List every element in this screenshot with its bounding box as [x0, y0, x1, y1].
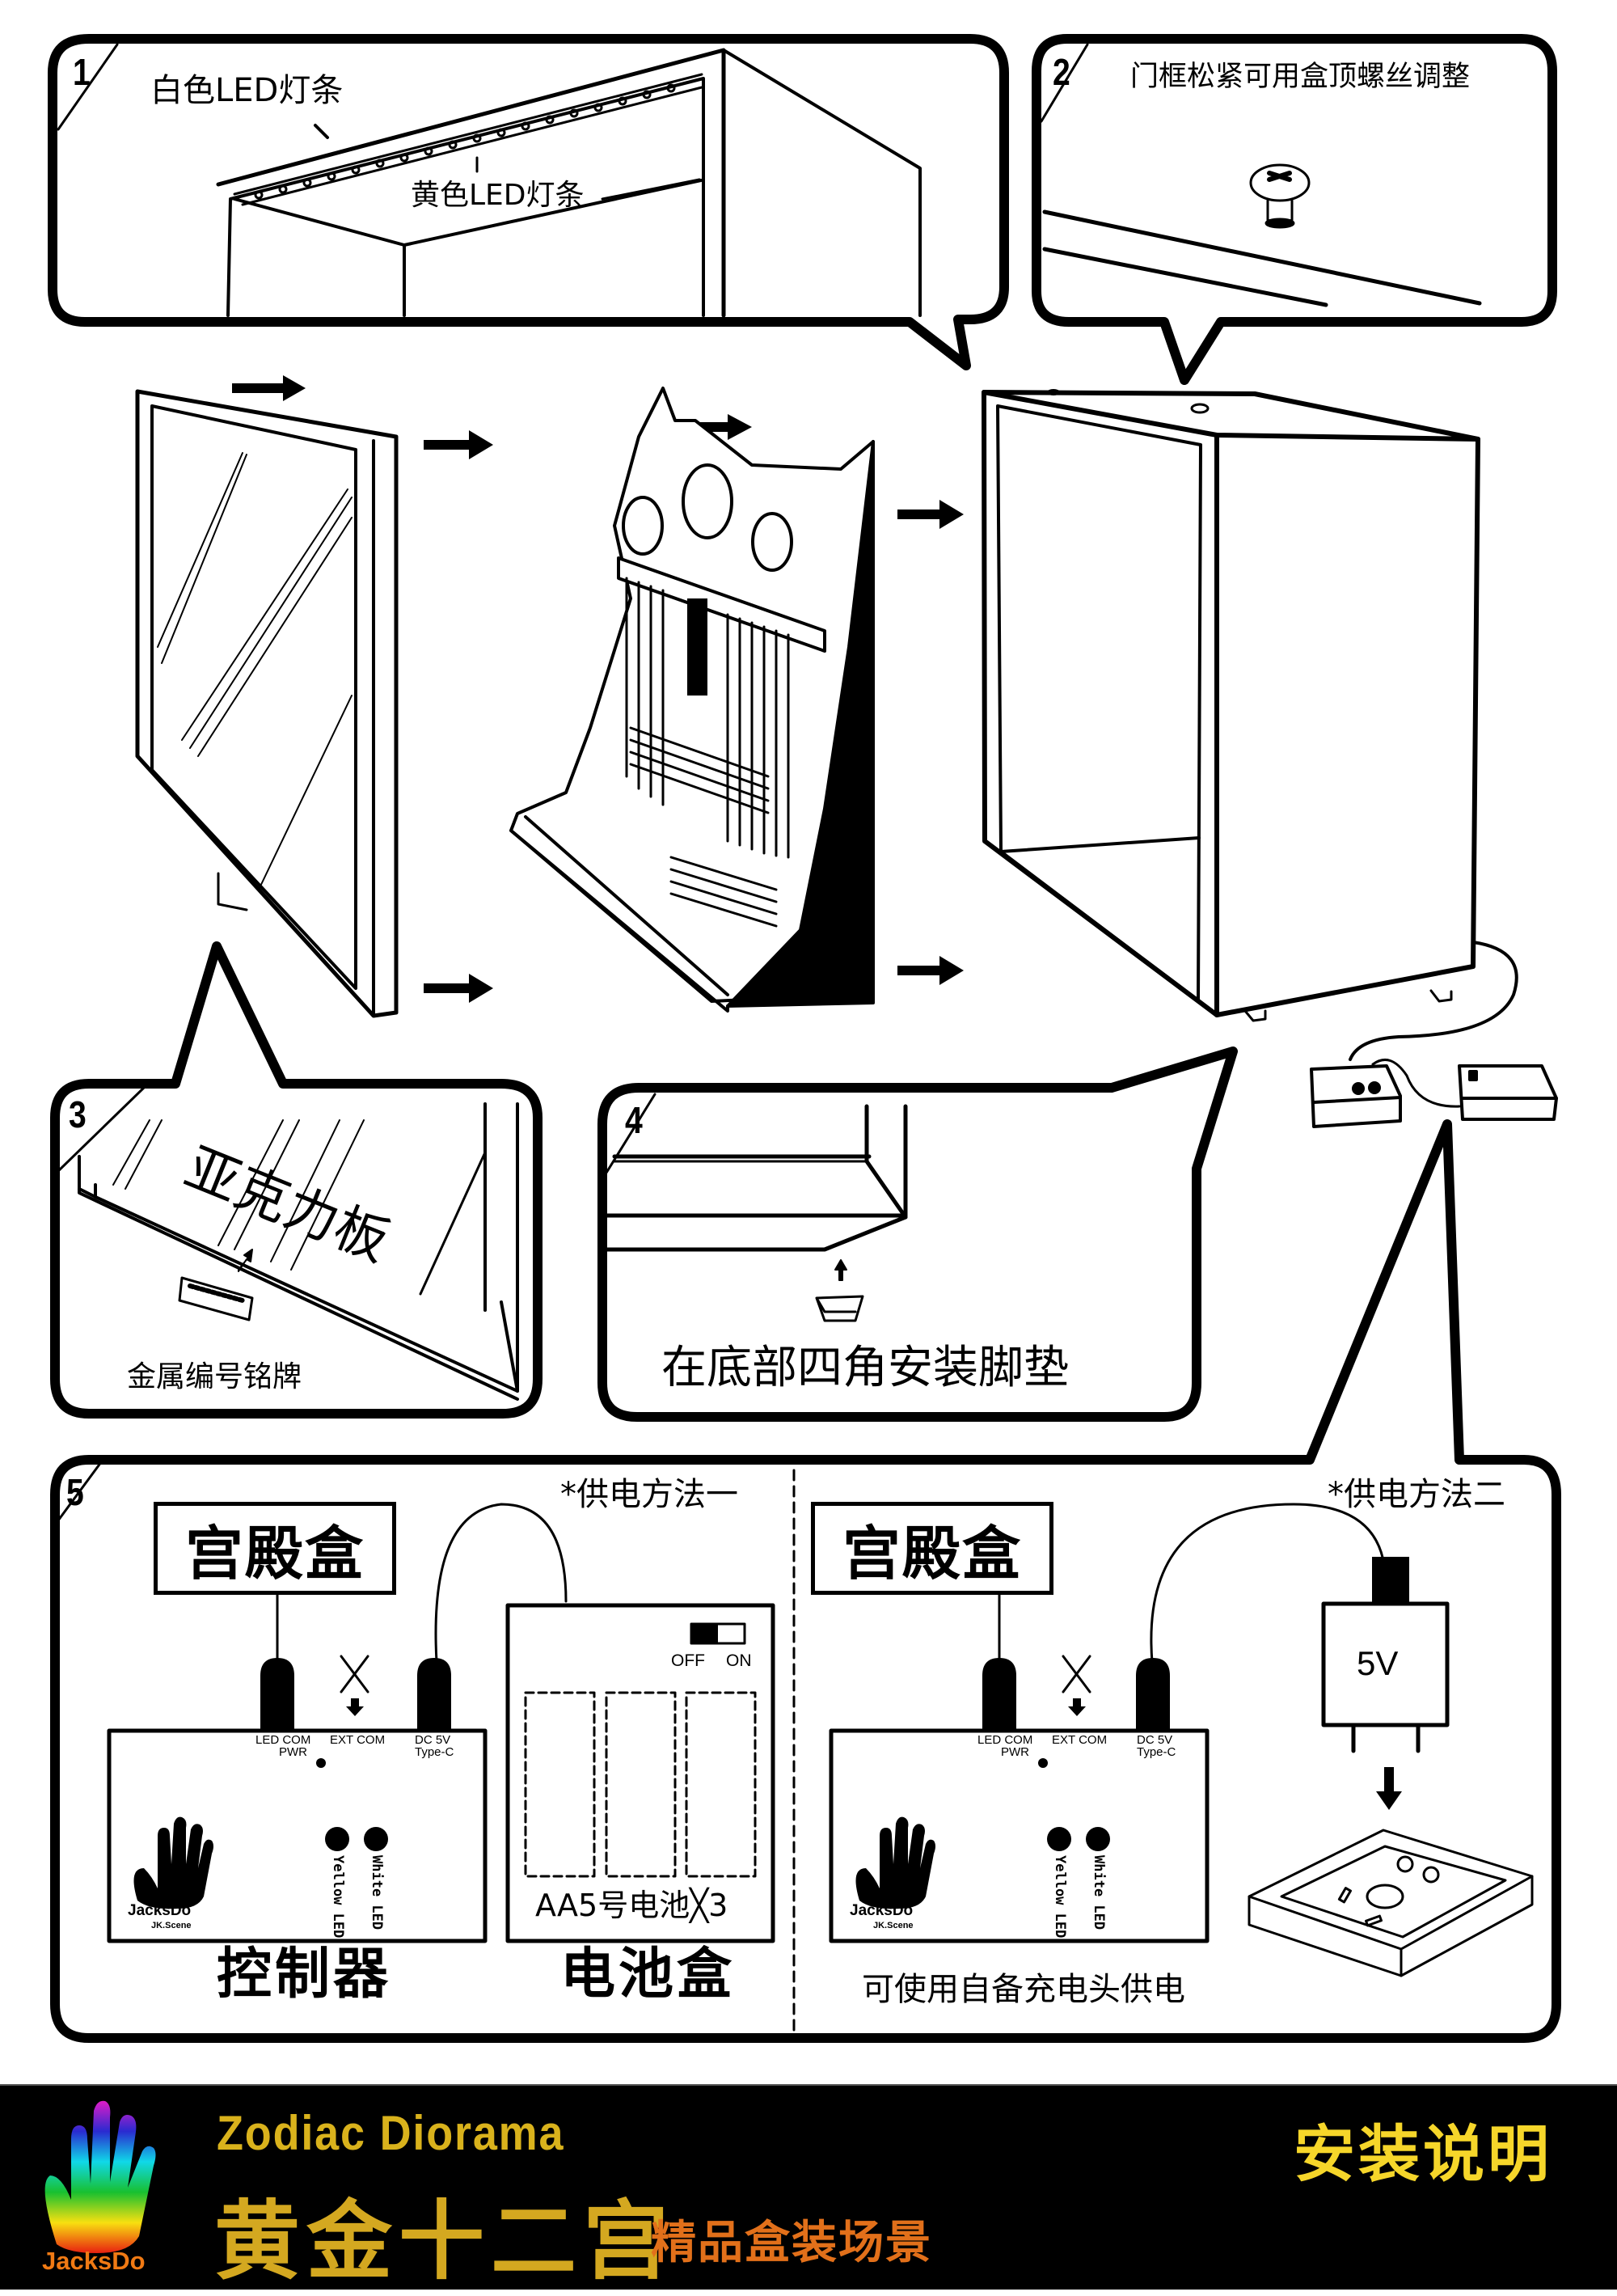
cross-icon: [1062, 1655, 1091, 1693]
battery-box-label: 电池盒: [560, 1943, 736, 2006]
metal-nameplate-label: 金属编号铭牌: [127, 1360, 302, 1393]
panel-2-bubble: [1032, 34, 1557, 385]
battery-spec-label: AA5号电池╳3: [535, 1888, 728, 1923]
footer-subtitle: 精品盒装场景: [651, 2217, 932, 2269]
footer-brand-label: JacksDo: [42, 2247, 146, 2275]
yellow-led-indicator-label: Yellow LED: [330, 1855, 346, 1939]
direction-arrows: [232, 375, 964, 1003]
panel-4-bubble: [597, 1047, 1238, 1422]
controller-brand-sub-label: JK.Scene: [151, 1921, 192, 1930]
port-type-c-label: Type-C: [415, 1745, 454, 1759]
battery-box: [505, 1603, 775, 1943]
foot-pad-icon: [815, 1295, 864, 1322]
jacksdo-rainbow-hand-logo: [44, 2100, 156, 2253]
cross-icon: [340, 1655, 369, 1693]
door-frame-adjust-caption: 门框松紧可用盒顶螺丝调整: [1130, 61, 1471, 93]
step-number-3: 3: [69, 1093, 87, 1135]
switch-on-label: ON: [726, 1651, 752, 1670]
switch-icon: [691, 1624, 718, 1643]
port-dc-5v-label-2: DC 5V: [1137, 1733, 1173, 1747]
screw-icon: [1249, 163, 1311, 229]
display-cabinet-illustration: [982, 389, 1518, 1061]
footer-chinese-title: 黄金十二宫: [214, 2192, 675, 2291]
port-dc-5v-label: DC 5V: [415, 1733, 451, 1747]
port-type-c-label-2: Type-C: [1137, 1745, 1176, 1759]
foot-pad-caption: 在底部四角安装脚垫: [661, 1342, 1069, 1394]
step-number-1: 1: [73, 51, 91, 93]
own-charger-caption: 可使用自备充电头供电: [862, 1971, 1185, 2008]
step-number-4: 4: [625, 1099, 643, 1141]
step-number-2: 2: [1053, 51, 1070, 93]
port-ext-com-label: EXT COM: [330, 1733, 386, 1747]
footer-doc-title: 安装说明: [1294, 2118, 1552, 2190]
power-method-two-heading: *供电方法二: [1328, 1476, 1505, 1513]
white-led-indicator-label-2: White LED: [1091, 1855, 1107, 1930]
port-pwr-label-2: PWR: [1001, 1745, 1029, 1759]
power-adapter: [1321, 1601, 1450, 1727]
switch-off-label: OFF: [671, 1651, 705, 1670]
panel-1-bubble: [48, 34, 1009, 370]
white-led-strip-label: 白色LED灯条: [150, 72, 344, 109]
footer-banner: [0, 2084, 1617, 2290]
hand-logo-icon: [133, 1816, 935, 1909]
port-led-com-label: LED COM: [255, 1733, 311, 1747]
adapter-voltage-label: 5V: [1357, 1644, 1399, 1682]
yellow-led-indicator-label-2: Yellow LED: [1052, 1855, 1068, 1939]
panel-3-bubble: [50, 941, 543, 1419]
nameplate-icon: [178, 1276, 254, 1321]
step-number-5: 5: [66, 1471, 84, 1513]
power-method-one-heading: *供电方法一: [560, 1476, 738, 1513]
connector-plugs: [260, 1658, 1170, 1731]
controller-brand-label: JacksDo: [128, 1902, 192, 1919]
panel-5-bubble: [50, 1119, 1561, 2043]
white-led-indicator-label: White LED: [369, 1855, 385, 1930]
port-led-com-label-2: LED COM: [977, 1733, 1033, 1747]
controller-brand-sub-label-2: JK.Scene: [873, 1921, 914, 1930]
port-pwr-label: PWR: [279, 1745, 307, 1759]
footer-english-title: Zodiac Diorama: [217, 2106, 565, 2160]
led-strip-beads: [254, 83, 676, 200]
palace-diorama-illustration: [509, 387, 875, 1013]
palace-box-label: 宫殿盒: [154, 1502, 396, 1595]
controller-brand-label-2: JacksDo: [850, 1902, 914, 1919]
controller-label: 控制器: [217, 1943, 392, 2006]
acrylic-panel-illustration: [135, 389, 399, 1018]
mini-controller-battery-illustration: [1310, 1058, 1558, 1128]
wall-socket-icon: [1248, 1829, 1534, 1977]
yellow-led-strip-label: 黄色LED灯条: [411, 179, 585, 212]
palace-box-label-2: 宫殿盒: [811, 1502, 1053, 1595]
port-ext-com-label-2: EXT COM: [1052, 1733, 1108, 1747]
